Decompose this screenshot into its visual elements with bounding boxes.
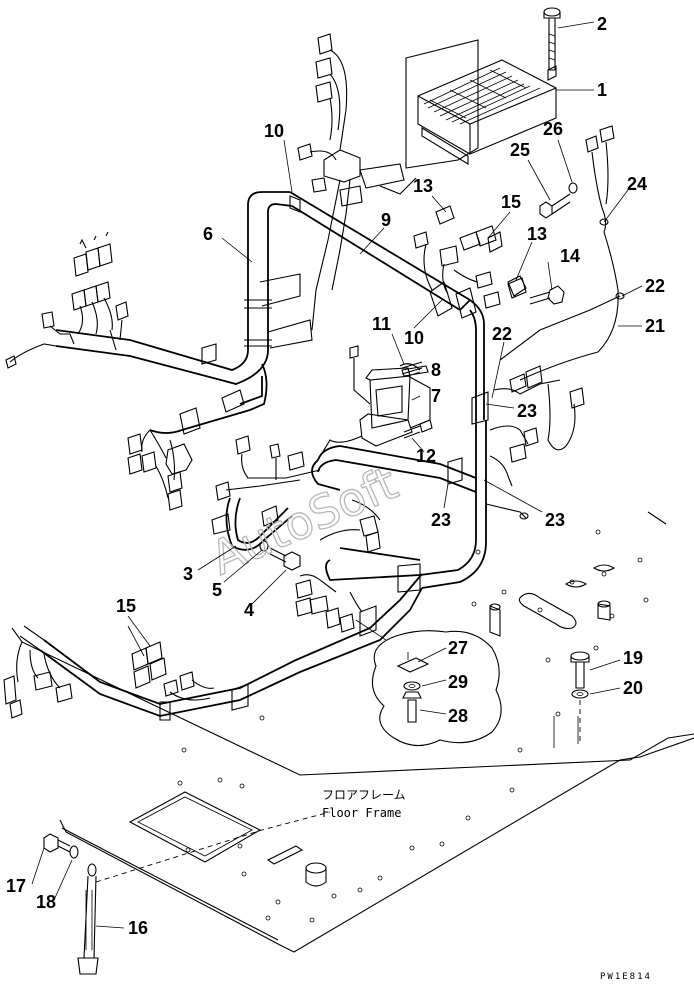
callout-12: 12 [416,446,436,466]
callout-2: 2 [597,14,607,34]
bolt-2 [543,7,561,71]
callout-21: 21 [645,316,665,336]
callout-13b: 13 [527,224,547,244]
callout-23b: 23 [431,510,451,530]
callout-4: 4 [244,600,254,620]
connectors-front-left [3,641,215,719]
callout-10b: 10 [404,328,424,348]
callout-11: 11 [372,314,391,334]
connectors-center [215,205,585,633]
floor-frame-plate [11,511,694,953]
floor-label-jp: フロアフレーム [322,788,406,802]
connectors-left [5,231,129,369]
connectors-top [297,33,417,331]
callout-23: 23 [517,401,537,421]
callout-26: 26 [543,119,563,139]
callout-15b: 15 [116,596,136,616]
connectors-left-mid [127,429,193,511]
leader-lines [31,21,643,929]
callout-9: 9 [381,210,391,230]
callout-22b: 22 [492,324,512,344]
callout-7: 7 [431,386,441,406]
callout-15: 15 [501,192,521,212]
floor-label-en: Floor Frame [322,806,401,820]
callout-5: 5 [212,580,222,600]
plate-holes [177,529,649,923]
callout-1: 1 [597,80,607,100]
callout-19: 19 [623,648,643,668]
harness-trunks [19,191,487,717]
callout-24: 24 [627,174,647,194]
callouts: 2 1 26 25 10 24 13 15 6 9 13 14 22 21 11… [6,14,665,938]
callout-28: 28 [448,706,468,726]
callout-29: 29 [448,672,468,692]
callout-8: 8 [431,360,441,380]
callout-10: 10 [264,121,284,141]
callout-27: 27 [448,638,468,658]
callout-18: 18 [36,892,56,912]
callout-25: 25 [510,140,530,160]
callout-3: 3 [183,564,193,584]
controller-unit [405,39,557,169]
drawing-code: PW1E814 [600,972,652,982]
callout-22: 22 [645,276,665,296]
wire-21 [499,125,625,381]
callout-6: 6 [203,224,213,244]
callout-13: 13 [413,176,433,196]
detail-bubble [371,630,502,747]
callout-23c: 23 [545,510,565,530]
callout-17: 17 [6,876,26,896]
callout-16: 16 [128,918,148,938]
callout-20: 20 [623,678,643,698]
hardware [43,182,590,975]
callout-14: 14 [560,246,580,266]
